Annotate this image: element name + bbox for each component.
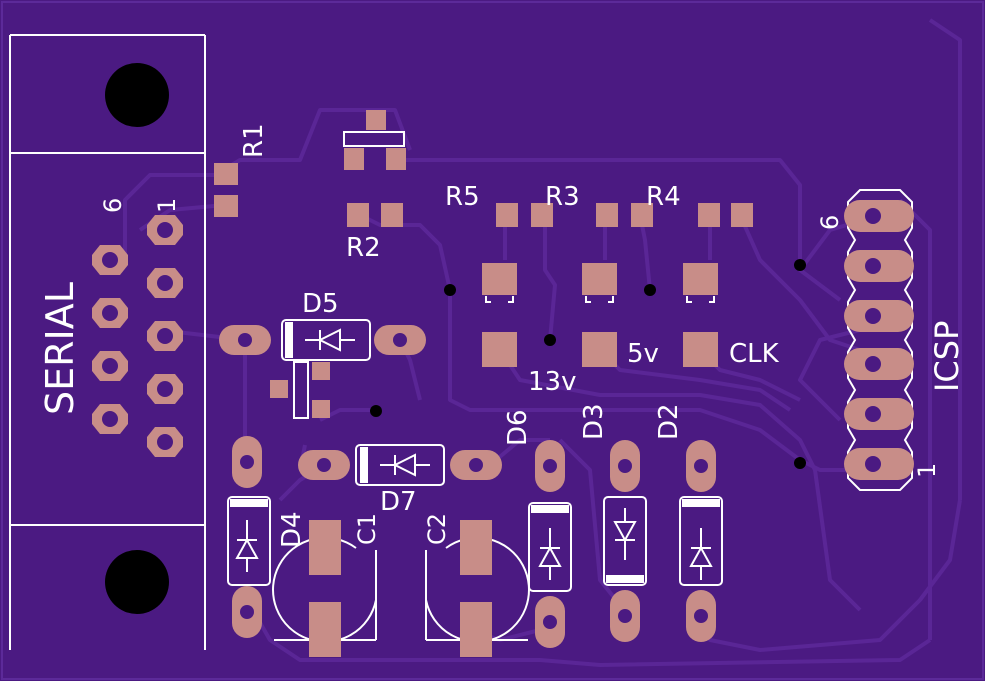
r3-label: R3 [545, 182, 580, 212]
led-13v: 13v [482, 263, 576, 397]
led-5v-label: 5v [627, 339, 659, 369]
r5-label: R5 [445, 182, 480, 212]
r1-label: R1 [239, 123, 269, 158]
d2-label: D2 [654, 403, 684, 440]
diode-d2: D2 [654, 403, 723, 642]
diode-d7: D7 [298, 444, 502, 517]
diode-d4: D4 [227, 436, 307, 638]
transistor-q2 [270, 361, 330, 419]
icsp-pin-6-label: 6 [816, 215, 844, 230]
r2-label: R2 [346, 233, 381, 263]
capacitor-c1: C1 [272, 513, 381, 657]
d3-label: D3 [579, 403, 609, 440]
led-clk-label: CLK [729, 339, 780, 369]
c1-label: C1 [353, 513, 381, 545]
resistor-r1: R1 [214, 123, 269, 217]
mounting-hole-bottom [105, 550, 169, 614]
d7-label: D7 [380, 487, 417, 517]
serial-pin-1-label: 1 [153, 198, 181, 213]
led-5v: 5v [582, 263, 659, 369]
d4-label: D4 [277, 511, 307, 548]
d5-label: D5 [302, 289, 339, 319]
mounting-hole-top [105, 63, 169, 127]
vias [370, 259, 806, 469]
serial-label: SERIAL [38, 282, 82, 415]
resistor-r2: R2 [346, 203, 403, 263]
diode-d5: D5 [219, 289, 426, 361]
d6-label: D6 [503, 409, 533, 446]
serial-connector: SERIAL 6 1 [9, 34, 206, 650]
transistor-q1 [343, 110, 406, 170]
resistor-r4: R4 [646, 182, 753, 227]
led-13v-label: 13v [528, 367, 576, 397]
diode-d6: D6 [503, 409, 572, 648]
c2-label: C2 [423, 513, 451, 545]
icsp-pin-1-label: 1 [913, 463, 941, 478]
r4-label: R4 [646, 182, 681, 212]
serial-pin-6-label: 6 [99, 198, 127, 213]
resistor-r5: R5 [445, 182, 553, 227]
icsp-header: ICSP 6 1 [816, 189, 966, 491]
icsp-label: ICSP [928, 321, 966, 392]
diode-d3: D3 [579, 403, 647, 642]
resistor-r3: R3 [545, 182, 653, 227]
capacitor-c2: C2 [423, 513, 530, 657]
led-clk: CLK [683, 263, 780, 369]
